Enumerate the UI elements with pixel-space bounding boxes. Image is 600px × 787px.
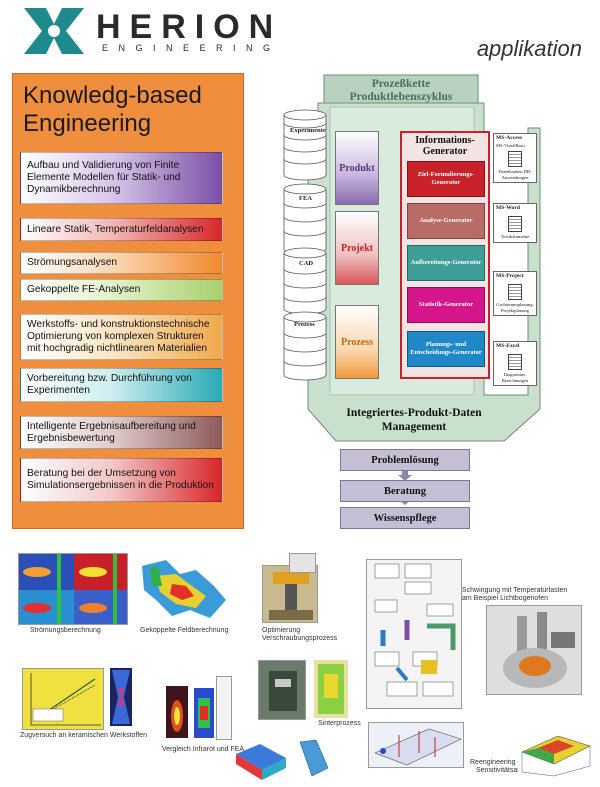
stroemung-image <box>18 553 128 625</box>
analyse-generator: Analyse-Generator <box>407 203 485 239</box>
item-experimente: Vorbereitung bzw. Durchführung von Exper… <box>20 368 223 402</box>
cylinder-fea: FEA <box>299 195 312 202</box>
ms-access-name: MS-Access <box>496 135 523 141</box>
sensitivity-surface-image <box>518 722 594 778</box>
caption-zugversuch: Zugversuch an keramischen Werkstoffen <box>20 732 147 739</box>
ms-excel-desc: Diagramme, Berechnungen <box>501 372 529 383</box>
statistik-generator: Statistik-Generator <box>407 287 485 323</box>
knowledge-panel: Knowledg-based Engineering Aufbau und Va… <box>12 73 244 529</box>
document-icon <box>508 216 522 232</box>
ms-word-box: MS-Word Textdokumente <box>493 203 537 243</box>
item-stroemung: Strömungsanalysen <box>20 252 223 274</box>
prozesskette-line2: Produktlebenszyklus <box>349 91 453 103</box>
caption-schwingung-2: am Beispiel Lichtbogenofen <box>462 595 549 602</box>
part-model-image <box>232 740 290 782</box>
sinter-model-image <box>314 660 348 718</box>
prozesskette-line1: Prozeßkette <box>371 78 431 90</box>
caption-optimierung-1: Optimierung <box>262 627 301 634</box>
item-werkstoff-optimierung: Werkstoffs- und konstruktionstechnische … <box>20 314 223 360</box>
stage-beratung: Beratung <box>340 480 470 502</box>
lichtbogenofen-image <box>486 605 582 695</box>
ziel-generator: Ziel-Formulierungs-Generator <box>407 161 485 197</box>
caption-reengineering-1: Reengineering durch <box>470 759 535 766</box>
document-icon <box>508 354 522 370</box>
document-icon <box>508 151 522 167</box>
reengineering-image <box>368 722 464 768</box>
fea-image <box>194 688 214 738</box>
generator-title-line2: Generator <box>422 146 468 157</box>
caption-reengineering-2: Sensitivitätsanalyse <box>476 767 538 774</box>
phase-prozess: Prozess <box>335 305 379 379</box>
zugversuch-chart-image <box>22 668 104 730</box>
prozesskette-title: Prozeßkette Produktlebenszyklus <box>326 78 476 104</box>
process-diagram: Prozeßkette Produktlebenszyklus Experime… <box>278 73 594 535</box>
aufbereitungs-generator: Aufbereitungs-Generator <box>407 245 485 281</box>
document-icon <box>508 284 522 300</box>
schwingung-flowchart-image <box>366 559 462 709</box>
ms-excel-name: MS-Excel <box>496 343 520 349</box>
stage-problemloesung: Problemlösung <box>340 449 470 471</box>
section-title: applikation <box>476 36 582 61</box>
verschraubung-detail-image <box>289 553 316 573</box>
item-gekoppelte-fe: Gekoppelte FE-Analysen <box>20 279 223 301</box>
sinter-machine-image <box>258 660 306 720</box>
phase-produkt: Produkt <box>335 131 379 205</box>
ms-visualbasic-name: MS-VisualBasic <box>496 143 526 148</box>
caption-feldberechnung: Gekoppelte Feldberechnung <box>140 627 229 634</box>
keramik-probe-image <box>110 668 132 726</box>
cylinder-prozess: Prozess <box>294 321 315 328</box>
planungs-generator: Planungs- und Entscheidungs-Generator <box>407 331 485 367</box>
bracket-model-image <box>296 738 332 778</box>
cylinder-experimente: Experimente <box>290 127 326 134</box>
ms-word-desc: Textdokumente <box>500 234 530 239</box>
ipd-line1: Integriertes-Produkt-Daten <box>346 407 482 419</box>
ms-project-desc: Grobterminplanung, Projektplanung <box>496 302 534 313</box>
ms-project-box: MS-Project Grobterminplanung, Projektpla… <box>493 271 537 316</box>
verschraubung-image <box>262 565 318 623</box>
informations-generator: Informations- Generator Ziel-Formulierun… <box>400 131 490 379</box>
ms-word-name: MS-Word <box>496 205 520 211</box>
brand-subtitle: ENGINEERING <box>102 43 281 53</box>
item-lineare-statik: Lineare Statik, Temperaturfeldanalysen <box>20 218 223 241</box>
caption-stroemung: Strömungsberechnung <box>30 627 101 634</box>
caption-sinterprozess: Sinterprozess <box>318 720 361 727</box>
ipd-management: Integriertes-Produkt-Daten Management <box>314 406 514 434</box>
herion-logo-icon <box>24 8 84 54</box>
caption-optimierung-2: Verschraubungsprozess <box>262 635 338 642</box>
item-fe-modelle: Aufbau und Validierung von Finite Elemen… <box>20 152 223 204</box>
infrarot-image <box>166 686 188 738</box>
feldberechnung-image <box>136 556 232 626</box>
item-beratung-umsetzung: Beratung bei der Umsetzung von Simulatio… <box>20 458 223 502</box>
ms-project-name: MS-Project <box>496 273 524 279</box>
generator-title-line1: Informations- <box>415 135 475 146</box>
cylinder-cad: CAD <box>299 260 314 267</box>
generator-title: Informations- Generator <box>402 135 488 157</box>
caption-infrarot: Vergleich Infrarot und FEA <box>162 746 245 753</box>
ms-access-desc: Datenbanken DB-Anwendungen <box>498 169 532 180</box>
ms-access-box: MS-Access MS-VisualBasic Datenbanken DB-… <box>493 133 537 183</box>
ipd-line2: Management <box>381 421 447 433</box>
ms-excel-box: MS-Excel Diagramme, Berechnungen <box>493 341 537 386</box>
stage-wissenspflege: Wissenspflege <box>340 507 470 529</box>
fea-legend-image <box>216 676 232 740</box>
phase-projekt: Projekt <box>335 211 379 285</box>
caption-schwingung-1: Schwingung mit Temperaturlasten <box>462 587 568 594</box>
item-ergebnisaufbereitung: Intelligente Ergebnisaufbereitung und Er… <box>20 416 223 449</box>
panel-title: Knowledg-based Engineering <box>23 82 202 137</box>
brand-name: HERION <box>96 8 283 46</box>
